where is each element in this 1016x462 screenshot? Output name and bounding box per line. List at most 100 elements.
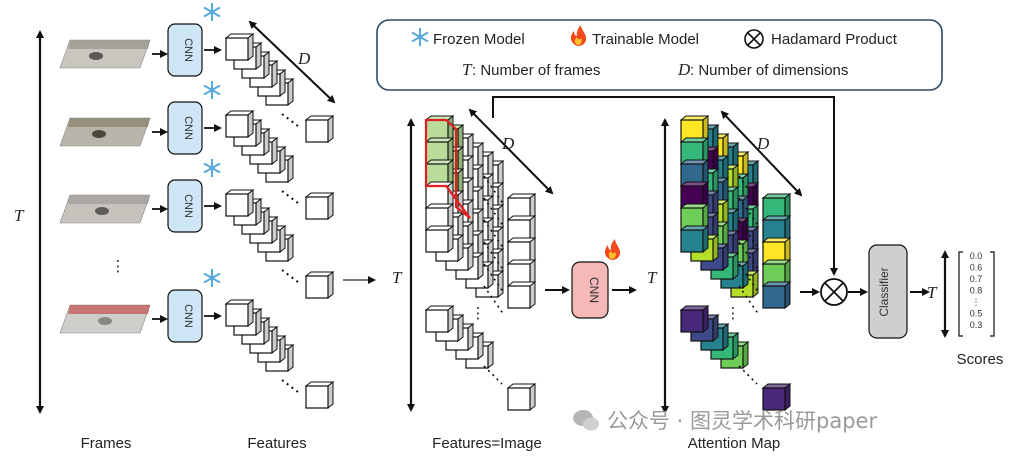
trainable-cnn-label: CNN [587,277,601,303]
T-label-left: T [14,206,25,225]
attention-cube-column [761,280,792,310]
legend-hadamard-label: Hadamard Product [771,31,898,48]
attention-cube-lower [679,304,710,334]
score-value: 0.5 [970,309,983,319]
snowflake-icon [203,159,221,177]
frozen-cnn-label: CNN [182,38,194,62]
trainable-cnn: CNN [571,261,609,319]
T-label-image: T [392,268,403,287]
features-label: Features [247,435,306,452]
frames-ellipsis: ⋮ [111,258,126,275]
scores-vector: 0.0 0.60.7 0.8⋮ 0.50.3 [958,251,995,337]
legend-frozen-label: Frozen Model [433,31,525,48]
D-arrow-image [468,108,554,195]
attention-map-grid: ⋮ [679,114,792,412]
classifier-block: Classifier [868,244,908,339]
snowflake-icon [411,28,429,46]
frozen-cnn-group: CNN CNN CNN CNN [167,3,222,343]
wechat-icon [573,410,599,431]
attention-cube [679,158,710,188]
feature-dots [281,379,299,393]
cat-shape [89,52,103,60]
snowflake-icon [203,3,221,21]
frame-thumbnail [59,117,168,147]
attention-cube-column [761,236,792,266]
image-ellipsis: ⋮ [471,305,486,322]
skip-connection-arrow [492,96,838,276]
T-label-scores: T [927,283,938,302]
highlight-outline [424,118,471,219]
attention-cube [679,224,710,254]
hadamard-product-node [820,278,848,306]
frozen-cnn-label: CNN [182,116,194,140]
D-label-features: D [297,49,311,68]
flame-icon [570,25,587,46]
frozen-cnn: CNN [167,269,222,343]
highlighted-feature-cube [424,136,455,166]
feature-dots [281,269,299,283]
feature-cube-last [304,114,335,144]
frame-thumbnail [59,194,168,224]
attention-cube-column [761,214,792,244]
feature-stack [224,188,335,300]
image-cube-column [506,280,537,310]
frozen-cnn-label: CNN [182,194,194,218]
score-value: ⋮ [972,297,981,307]
cat-shape [98,317,112,325]
image-cube-column [506,236,537,266]
feature-stack [224,298,335,410]
feature-dots [281,190,299,204]
frame-thumbnail [59,304,168,334]
features-image-label: Features=Image [432,435,542,452]
flame-icon [604,239,621,260]
feature-stack [224,109,335,221]
attention-cube-last [761,382,792,412]
feature-cube-last [304,380,335,410]
feature-cube-last [304,191,335,221]
D-label-attention: D [756,134,770,153]
frames-label: Frames [81,435,132,452]
cat-shape [92,130,106,138]
score-value: 0.8 [970,286,983,296]
watermark-text: 公众号 · 图灵学术科研paper [607,409,877,433]
legend-trainable-label: Trainable Model [592,31,699,48]
T-label-attention: T [647,268,658,287]
frozen-cnn: CNN [167,159,222,233]
image-cube-last [506,382,537,412]
score-value: 0.7 [970,274,983,284]
attention-dots [738,365,758,385]
score-value: 0.0 [970,251,983,261]
watermark: 公众号 · 图灵学术科研paper [573,409,877,433]
feature-stacks [224,32,335,410]
legend-D-symbol: D [677,60,691,79]
attention-cube [679,136,710,166]
feature-cube [224,298,255,328]
legend-T-symbol: T [462,60,473,79]
frozen-cnn: CNN [167,3,222,77]
feature-cube [224,32,255,62]
D-label-image: D [501,134,515,153]
image-cube [424,224,455,254]
feature-cube [224,109,255,139]
scores-label: Scores [957,351,1004,368]
legend-box: Frozen Model Trainable Model Hadamard Pr… [376,19,943,91]
score-value: 0.6 [970,263,983,273]
frozen-cnn-label: CNN [182,304,194,328]
feature-cube [224,188,255,218]
snowflake-icon [203,269,221,287]
cat-shape [95,207,109,215]
frame-thumbnails [59,39,168,334]
image-cube-lower [424,304,455,334]
image-cube-column [506,192,537,222]
legend-frames-def: : Number of frames [472,62,600,79]
D-arrow-attention [720,110,803,197]
D-arrow-features [248,20,336,104]
legend-dims-def: : Number of dimensions [690,62,848,79]
feature-dots [281,113,299,127]
classifier-label: Classifier [877,267,891,316]
score-value: 0.3 [970,320,983,330]
image-dots [483,365,503,385]
frozen-cnn: CNN [167,81,222,155]
snowflake-icon [203,81,221,99]
